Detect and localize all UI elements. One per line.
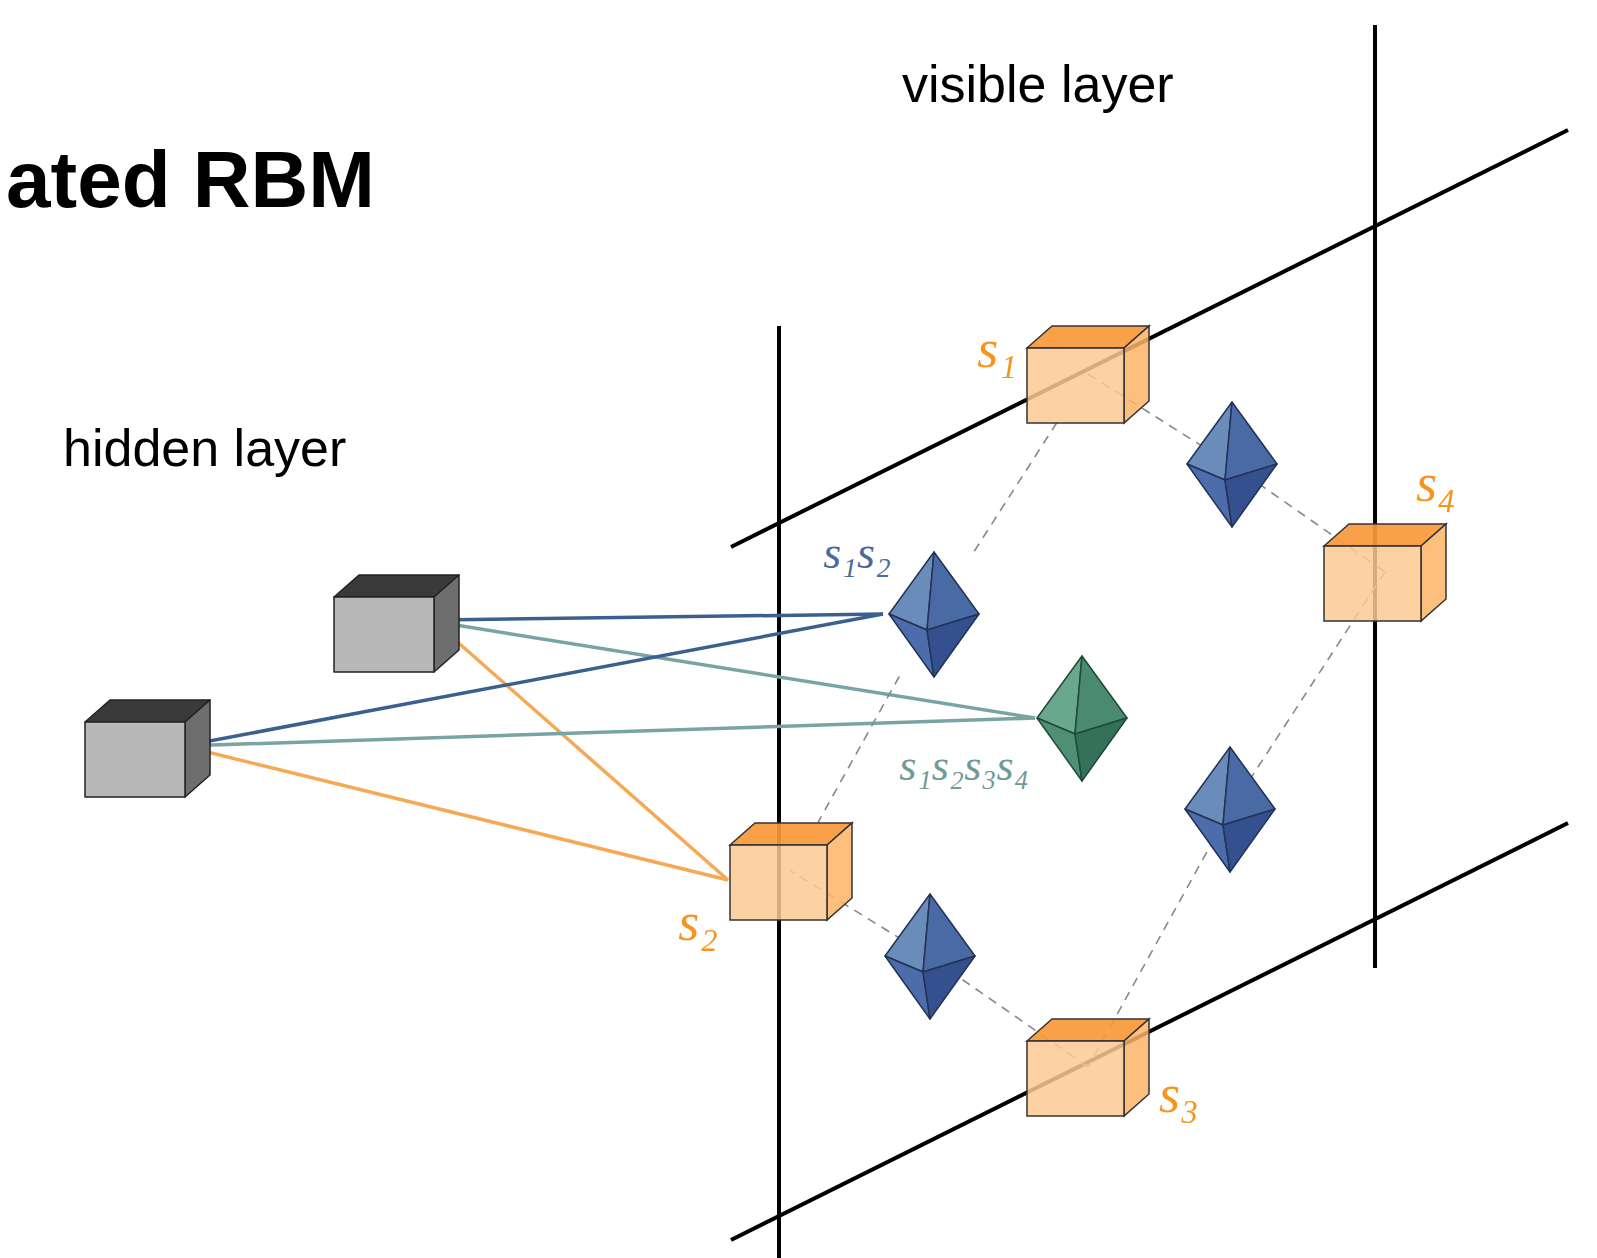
- layer-label: visible layer: [902, 58, 1174, 110]
- plane-outline: [731, 25, 1568, 1258]
- cube-shape: [1027, 1019, 1149, 1116]
- lattice-dashes: [791, 374, 1385, 1067]
- cube-shape: [1324, 524, 1446, 621]
- cube-shape: [730, 823, 852, 920]
- visible-unit: s₁: [1027, 326, 1149, 423]
- unit-label: s₁: [977, 322, 1017, 376]
- unit-label: s₁s₂s₃s₄: [899, 744, 1029, 788]
- weights: [183, 614, 1035, 880]
- layer-label: hidden layer: [63, 422, 346, 474]
- visible-unit: s₄: [1324, 524, 1446, 621]
- coupling-octahedron: s₁s₂s₃s₄: [1037, 656, 1127, 781]
- lattice-bond: [818, 677, 899, 823]
- visible-unit: s₂: [730, 823, 852, 920]
- visible-unit: s₃: [1027, 1019, 1149, 1116]
- unit-label: s₄: [1416, 456, 1456, 510]
- octahedron-shape: [1037, 656, 1127, 781]
- unit-label: s₁s₂: [823, 530, 891, 576]
- unit-label: s₃: [1159, 1067, 1199, 1121]
- coupling-octahedron: s₁s₂: [889, 552, 979, 677]
- title: ated RBM: [6, 140, 375, 220]
- hidden-units: [85, 575, 459, 797]
- lattice-bond: [974, 423, 1057, 552]
- unit-label: s₂: [678, 895, 718, 949]
- cube-shape: [1027, 326, 1149, 423]
- octahedron-shape: [889, 552, 979, 677]
- coupling-octahedra: [885, 402, 1277, 1019]
